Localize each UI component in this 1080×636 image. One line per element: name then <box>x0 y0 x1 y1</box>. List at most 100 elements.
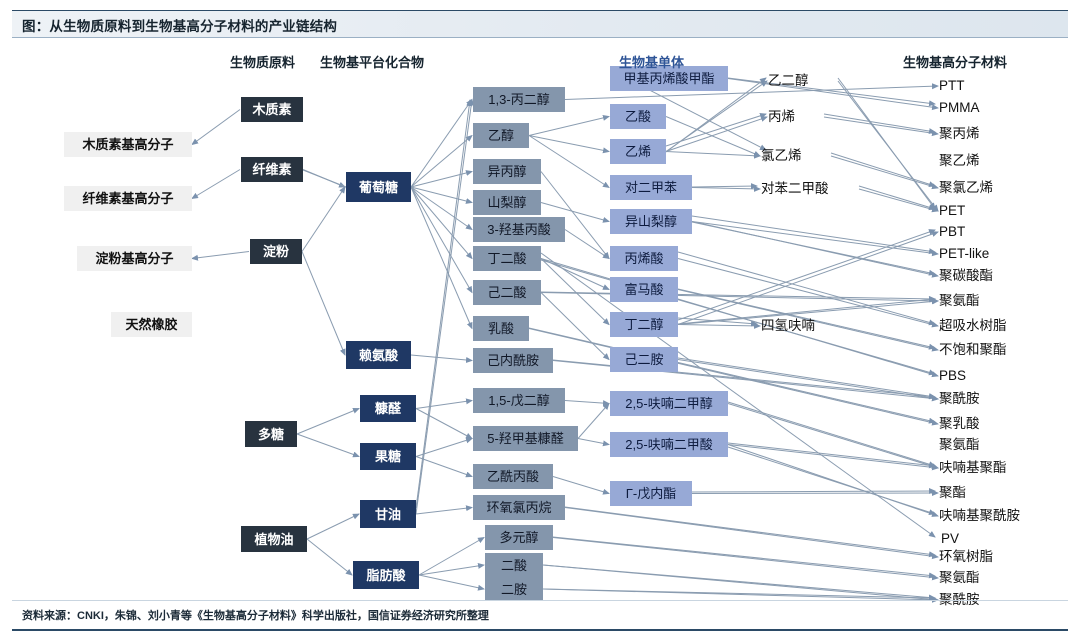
edge-hpa-to-acrylic <box>564 229 610 260</box>
edge-extra-20 <box>727 446 936 516</box>
node-fdca[interactable]: 2,5-呋喃二甲酸 <box>610 432 728 457</box>
node-epichloro[interactable]: 环氧氯丙烷 <box>473 495 565 520</box>
node-meg[interactable]: 乙二醇 <box>768 73 809 89</box>
node-ptt[interactable]: PTT <box>939 78 965 94</box>
node-levulinic[interactable]: 乙酰丙酸 <box>473 464 553 489</box>
node-adipic[interactable]: 己二酸 <box>473 280 541 305</box>
node-fatty_acid[interactable]: 脂肪酸 <box>353 561 419 589</box>
node-hmda[interactable]: 己二胺 <box>610 347 678 372</box>
edge-cellulose-to-glucose <box>302 169 346 188</box>
node-pu3[interactable]: 聚氨酯 <box>939 570 980 586</box>
node-furfural[interactable]: 糠醛 <box>360 395 416 422</box>
node-bdo[interactable]: 丁二醇 <box>610 312 678 337</box>
node-starch_poly[interactable]: 淀粉基高分子 <box>77 246 192 271</box>
node-sorbitol[interactable]: 山梨醇 <box>473 190 541 215</box>
node-natural_rubber[interactable]: 天然橡胶 <box>111 312 192 337</box>
node-pet[interactable]: PET <box>939 203 966 219</box>
node-pu1[interactable]: 聚氨酯 <box>939 293 980 309</box>
node-sap[interactable]: 超吸水树脂 <box>939 318 1007 334</box>
edge-isosorbide-to-pc <box>691 221 939 278</box>
node-pv[interactable]: PV <box>941 531 960 547</box>
edge-extra-29 <box>542 588 936 601</box>
edge-extra-19 <box>727 442 936 469</box>
node-pla[interactable]: 聚乳酸 <box>939 416 980 432</box>
node-pvc[interactable]: 聚氯乙烯 <box>939 180 993 196</box>
edge-starch-to-glucose <box>301 186 346 252</box>
node-furan_pa[interactable]: 呋喃基聚酰胺 <box>939 508 1020 524</box>
edge-gvl-to-pes <box>691 490 939 497</box>
node-lignin_poly[interactable]: 木质素基高分子 <box>64 132 192 157</box>
node-upr[interactable]: 不饱和聚酯 <box>939 342 1007 358</box>
node-propylene[interactable]: 丙烯 <box>768 109 795 125</box>
node-acrylic[interactable]: 丙烯酸 <box>610 246 678 271</box>
chart-title-bar: 图：从生物质原料到生物基高分子材料的产业链结构 <box>12 10 1068 38</box>
node-glucose[interactable]: 葡萄糖 <box>346 172 411 202</box>
node-pdo[interactable]: 1,3-丙二醇 <box>473 87 565 112</box>
edge-propylene-to-pp <box>823 116 939 137</box>
node-glycerol[interactable]: 甘油 <box>360 500 416 528</box>
node-tpa[interactable]: 对苯二甲酸 <box>761 181 829 197</box>
node-acetic[interactable]: 乙酸 <box>610 104 666 129</box>
node-pe[interactable]: 聚乙烯 <box>939 153 980 169</box>
edge-diamine-to-pa2 <box>542 588 939 603</box>
edge-glucose-to-pdo <box>410 98 473 188</box>
edge-bdo-to-thf <box>677 322 761 329</box>
node-pentanediol[interactable]: 1,5-戊二醇 <box>473 388 565 413</box>
node-diamine[interactable]: 二胺 <box>485 577 543 601</box>
node-mma[interactable]: 甲基丙烯酸甲酯 <box>610 66 728 91</box>
edge-extra-23 <box>540 291 936 302</box>
node-cellulose[interactable]: 纤维素 <box>241 157 303 182</box>
node-isosorbide[interactable]: 异山梨醇 <box>610 209 692 234</box>
node-lignin[interactable]: 木质素 <box>241 97 303 122</box>
node-pmma[interactable]: PMMA <box>939 100 980 116</box>
node-diacid[interactable]: 二酸 <box>485 553 543 577</box>
edge-extra-30 <box>540 252 936 538</box>
edge-vegoil-to-glycerol <box>306 513 360 540</box>
node-pa2[interactable]: 聚酰胺 <box>939 592 980 608</box>
node-ethylene[interactable]: 乙烯 <box>610 139 666 164</box>
node-fumaric[interactable]: 富马酸 <box>610 277 678 302</box>
node-lysine[interactable]: 赖氨酸 <box>346 341 411 369</box>
edge-fdca-to-furan_pes <box>727 444 939 471</box>
edge-furfural-to-pentanediol <box>415 398 473 409</box>
edge-hmf-to-fdca <box>577 438 610 447</box>
node-pbt[interactable]: PBT <box>939 224 966 240</box>
node-pbs[interactable]: PBS <box>939 368 967 384</box>
node-pp[interactable]: 聚丙烯 <box>939 126 980 142</box>
node-vegoil[interactable]: 植物油 <box>241 526 307 552</box>
edge-tpa-to-pet <box>858 188 939 213</box>
node-gvl[interactable]: Γ-戊内酯 <box>610 481 692 506</box>
node-fdm[interactable]: 2,5-呋喃二甲醇 <box>610 391 728 416</box>
node-thf[interactable]: 四氢呋喃 <box>761 318 815 334</box>
node-cellulose_poly[interactable]: 纤维素基高分子 <box>64 186 192 211</box>
node-lactic[interactable]: 乳酸 <box>473 316 529 341</box>
node-hpa[interactable]: 3-羟基丙酸 <box>473 217 565 242</box>
node-ipa[interactable]: 异丙醇 <box>473 159 541 184</box>
node-epoxy[interactable]: 环氧树脂 <box>939 549 993 565</box>
node-petlike[interactable]: PET-like <box>939 246 990 262</box>
node-starch[interactable]: 淀粉 <box>250 239 302 264</box>
edge-vegoil-to-fatty_acid <box>306 538 353 576</box>
edge-succinic-to-bdo <box>540 258 610 326</box>
edge-pentanediol-to-fdm <box>564 400 610 407</box>
edge-glucose-to-adipic <box>410 186 473 294</box>
node-polysaccharide[interactable]: 多糖 <box>245 421 297 447</box>
edge-extra-5 <box>691 183 758 190</box>
node-hmf[interactable]: 5-羟甲基糠醛 <box>473 426 578 451</box>
node-furan_pes[interactable]: 呋喃基聚酯 <box>939 460 1007 476</box>
node-pes[interactable]: 聚酯 <box>939 485 966 501</box>
node-polyol[interactable]: 多元醇 <box>485 525 553 550</box>
node-succinic[interactable]: 丁二酸 <box>473 246 541 271</box>
node-caprolactam[interactable]: 己内酰胺 <box>473 348 553 373</box>
edge-fructose-to-hmf <box>415 437 473 457</box>
edge-extra-24 <box>528 327 936 424</box>
node-pc[interactable]: 聚碳酸酯 <box>939 268 993 284</box>
node-fructose[interactable]: 果糖 <box>360 443 416 470</box>
node-pu2[interactable]: 聚氨酯 <box>939 437 980 453</box>
node-vcm[interactable]: 氯乙烯 <box>761 148 802 164</box>
node-pxylene[interactable]: 对二甲苯 <box>610 175 692 200</box>
edge-acrylic-to-sap <box>677 258 939 328</box>
node-pa1[interactable]: 聚酰胺 <box>939 391 980 407</box>
node-ethanol[interactable]: 乙醇 <box>473 123 529 148</box>
column-header-monomer: 生物基单体 <box>619 55 685 70</box>
